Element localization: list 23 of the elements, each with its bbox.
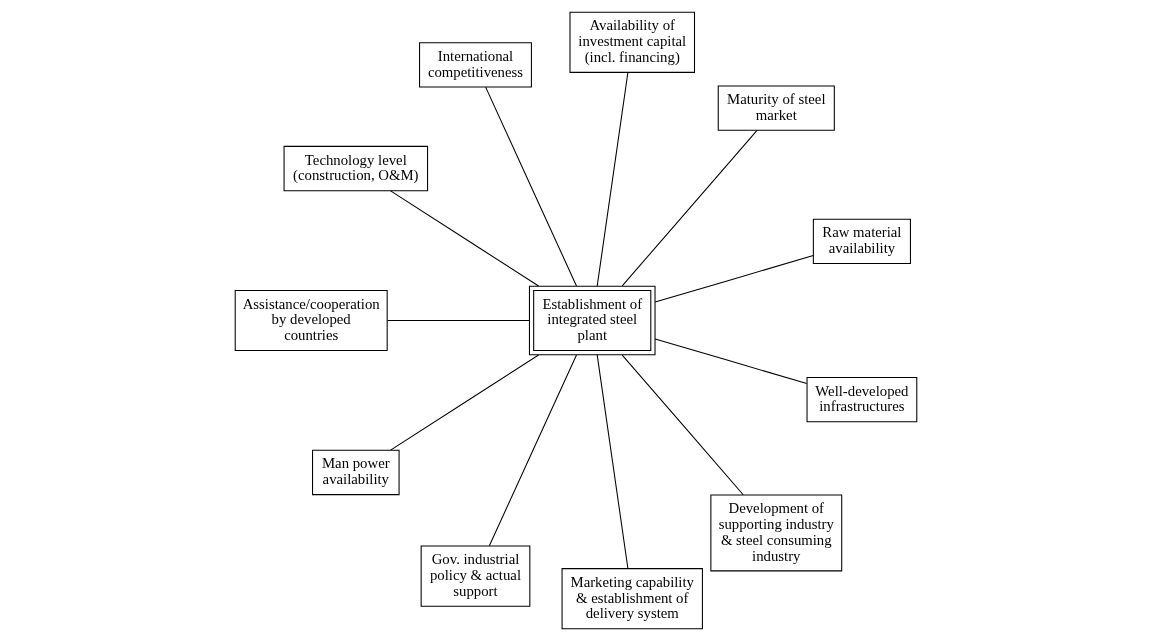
node-box: Availability of investment capital (incl. financing): [568, 11, 695, 73]
node-box: Maturity of steel market: [717, 85, 835, 131]
connector: [484, 86, 577, 287]
connector: [654, 338, 807, 384]
connector: [389, 354, 539, 451]
connector: [596, 354, 628, 569]
connector: [596, 72, 628, 287]
node-box: Well-developed infrastructures: [806, 377, 917, 423]
connector: [654, 255, 814, 303]
node-box: Establishment of integrated steel plant: [528, 285, 656, 356]
node-box: Assistance/cooperation by developed countries: [234, 289, 388, 352]
connector: [386, 320, 530, 322]
connector: [621, 129, 758, 287]
node-box: Raw material availability: [812, 218, 911, 264]
connector: [389, 190, 539, 287]
node-box: Marketing capability & establishment of delivery system: [561, 568, 703, 630]
node-box: International competitiveness: [418, 42, 532, 88]
node-box: Gov. industrial policy & actual support: [420, 545, 530, 607]
connector: [488, 354, 577, 547]
node-box: Development of supporting industry & steel consuming industry: [709, 494, 842, 572]
node-box: Technology level (construction, O&M): [283, 145, 428, 192]
connector: [621, 354, 744, 496]
node-box: Man power availability: [311, 449, 400, 496]
